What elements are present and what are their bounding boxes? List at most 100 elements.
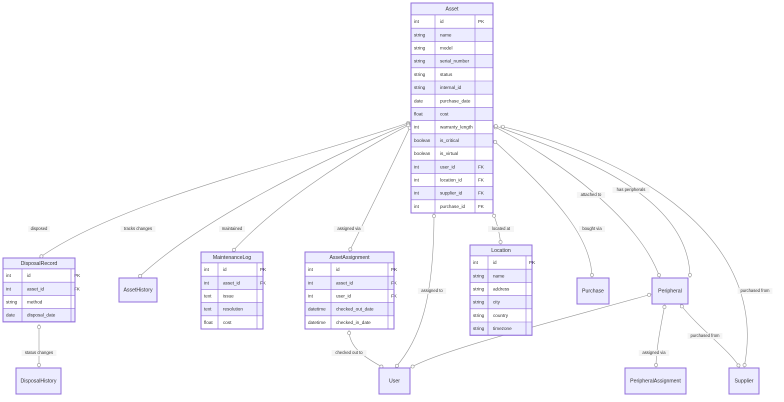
attribute-type: datetime <box>308 320 326 325</box>
attribute-type: string <box>6 300 18 305</box>
attribute-type: int <box>308 294 314 299</box>
attribute-type: string <box>414 85 426 90</box>
relationship-line <box>492 124 691 279</box>
relationship-label-bg <box>120 226 156 232</box>
attribute-row <box>411 199 493 213</box>
entity-title: DisposalRecord <box>21 261 58 267</box>
cardinality-marker <box>662 305 667 309</box>
attribute-row <box>411 133 493 147</box>
attribute-type: string <box>473 300 485 305</box>
attribute-name: checked_in_date <box>336 320 371 325</box>
relationship-label-bg <box>579 226 605 232</box>
cardinality-marker <box>395 363 399 368</box>
entity-title: AssetAssignment <box>329 255 370 261</box>
attribute-row <box>411 186 493 200</box>
attribute-type: int <box>308 267 314 272</box>
entity-border <box>2 257 76 323</box>
entity-title: MaintenanceLog <box>213 255 251 261</box>
relationship-line <box>655 303 666 369</box>
attribute-type: string <box>414 72 426 77</box>
attribute-key: FK <box>74 286 81 291</box>
entity-supplier[interactable]: Supplier <box>728 367 760 395</box>
attribute-type: int <box>473 260 479 265</box>
attribute-row <box>411 54 493 68</box>
attribute-name: supplier_id <box>440 191 463 196</box>
cardinality-marker <box>232 247 236 252</box>
entity-assethistory[interactable]: AssetHistory <box>118 277 158 303</box>
entity-disposalhistory[interactable]: DisposalHistory <box>15 367 62 395</box>
relationship-line <box>499 125 748 369</box>
attribute-type: string <box>414 32 426 37</box>
entity-title: AssetHistory <box>123 287 153 293</box>
attribute-type: date <box>6 313 15 318</box>
attribute-name: id <box>27 273 31 278</box>
attribute-name: user_id <box>336 294 352 299</box>
relationship-line <box>348 124 412 253</box>
attribute-row <box>411 28 493 42</box>
relationship-label-bg <box>417 288 447 294</box>
attribute-row <box>470 322 532 336</box>
attribute-name: checked_out_date <box>336 307 374 312</box>
attribute-row <box>411 41 493 55</box>
attribute-row <box>305 315 394 329</box>
attribute-name: name <box>440 32 452 37</box>
entity-box <box>651 277 689 305</box>
attribute-type: string <box>473 326 485 331</box>
attribute-row <box>3 269 75 283</box>
relationship-label: attached to <box>581 192 602 197</box>
relationship-label: has peripherals <box>617 187 646 192</box>
attribute-row <box>411 67 493 81</box>
relationship-label-bg <box>612 187 650 193</box>
relationship-label-bg <box>687 333 723 339</box>
attribute-name: warranty_length <box>440 125 473 130</box>
attribute-type: int <box>414 191 420 196</box>
attribute-type: datetime <box>308 307 326 312</box>
attribute-name: id <box>493 260 497 265</box>
relationship-line <box>394 212 435 369</box>
attribute-row <box>411 94 493 108</box>
entity-title: PeripheralAssignment <box>630 378 681 384</box>
entity-title: Purchase <box>582 288 604 294</box>
attribute-name: model <box>440 46 453 51</box>
cardinality-marker <box>742 363 747 367</box>
relationship-label: assigned to <box>421 288 443 293</box>
entity-purchase[interactable]: Purchase <box>576 277 610 305</box>
attribute-type: int <box>414 19 420 24</box>
relationship-label: bought via <box>582 226 602 231</box>
attribute-row <box>3 308 75 322</box>
attribute-name: purchase_id <box>440 204 465 209</box>
attribute-type: int <box>414 204 420 209</box>
entity-periphassign[interactable]: PeripheralAssignment <box>624 367 687 395</box>
relationship-label: assigned via <box>642 350 666 355</box>
entity-title: Asset <box>446 7 460 13</box>
entity-peripheral[interactable]: Peripheral <box>651 277 689 305</box>
attribute-type: date <box>414 98 423 103</box>
cardinality-marker <box>654 363 658 367</box>
entity-user[interactable]: User <box>378 367 411 395</box>
attribute-type: int <box>414 125 420 130</box>
cardinality-marker <box>493 140 498 144</box>
relationship-label-bg <box>576 192 606 198</box>
attribute-type: int <box>308 280 314 285</box>
attribute-name: method <box>27 300 43 305</box>
attribute-key: FK <box>478 164 485 169</box>
attribute-name: country <box>493 313 509 318</box>
attribute-name: purchase_date <box>440 98 471 103</box>
cardinality-marker <box>37 325 41 329</box>
attribute-type: string <box>414 59 426 64</box>
attribute-row <box>305 302 394 316</box>
relationship-label: checked out to <box>335 350 363 355</box>
attribute-row <box>470 282 532 296</box>
cardinality-marker <box>688 273 692 277</box>
attribute-type: boolean <box>414 151 431 156</box>
attribute-row <box>470 295 532 309</box>
attribute-key: PK <box>391 267 398 272</box>
attribute-row <box>3 295 75 309</box>
cardinality-marker <box>138 274 143 278</box>
attribute-key: FK <box>478 204 485 209</box>
